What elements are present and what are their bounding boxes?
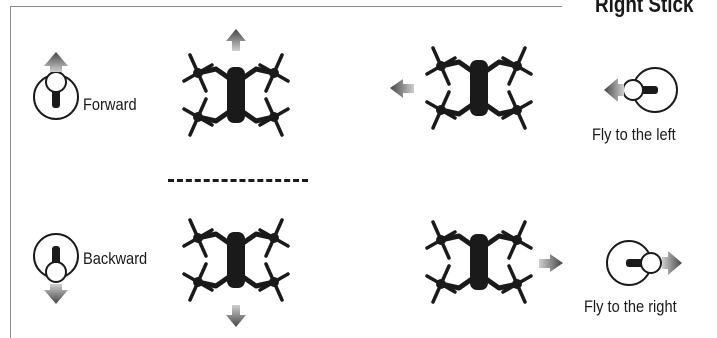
label-backward: Backward	[83, 249, 148, 268]
arrow-icon-forward	[226, 29, 246, 51]
diagram-title: Right Stick	[595, 0, 694, 17]
label-forward: Forward	[83, 95, 137, 114]
stick-icon-forward	[33, 52, 79, 120]
stick-icon-backward	[33, 233, 79, 304]
arrow-icon-right	[539, 254, 563, 272]
arrow-icon-left	[390, 79, 414, 98]
drone-icon-backward	[184, 220, 288, 300]
dashed-divider	[168, 179, 308, 182]
label-fly-right: Fly to the right	[584, 297, 677, 316]
frame-border-top	[10, 6, 562, 7]
stick-icon-left	[604, 67, 678, 113]
drone-icon-left	[427, 48, 531, 128]
arrow-icon-backward	[226, 305, 246, 327]
stick-icon-right	[606, 240, 682, 286]
drone-icon-right	[427, 222, 531, 302]
frame-border-left	[10, 6, 11, 338]
drone-icon-forward	[184, 55, 288, 135]
label-fly-left: Fly to the left	[592, 125, 676, 144]
